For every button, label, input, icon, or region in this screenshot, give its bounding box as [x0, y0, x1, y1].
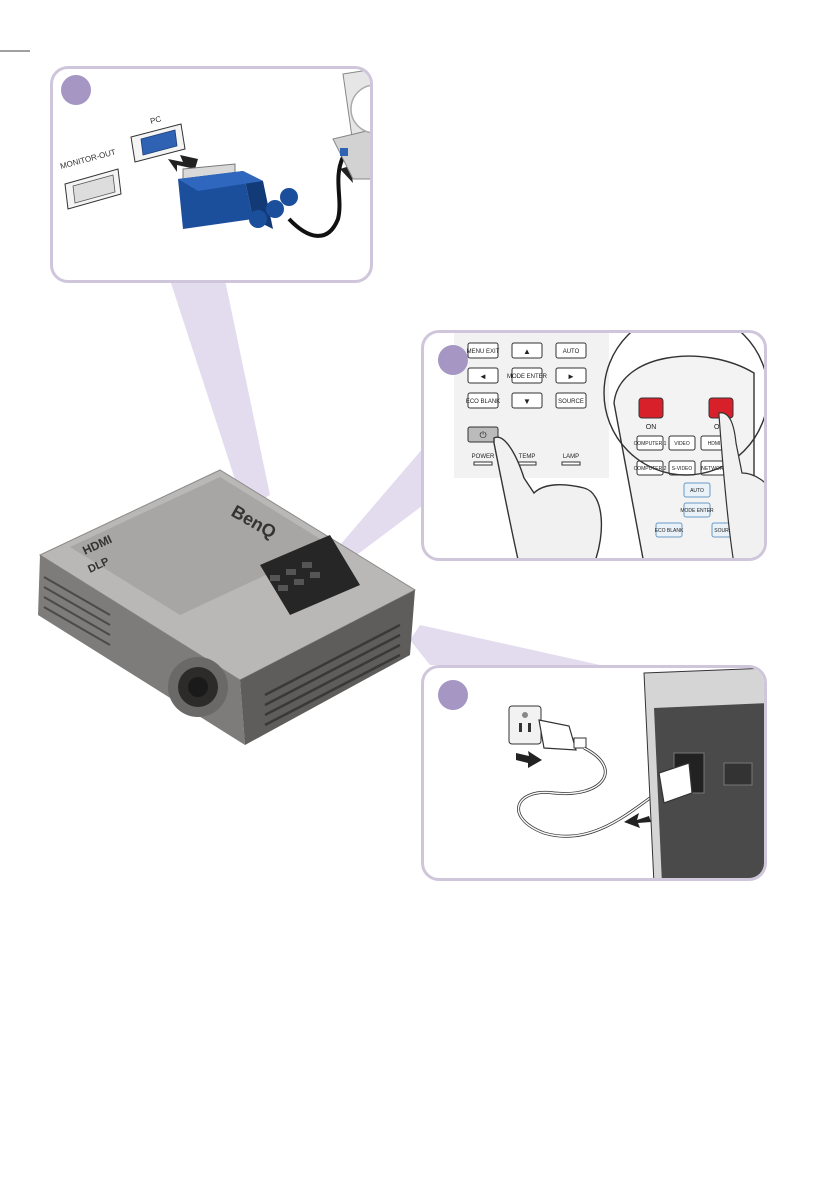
step-2-panel: MENU EXIT ▲ AUTO ◄ MODE ENTER ► ECO BLAN…	[421, 330, 767, 561]
step-1-panel: MONITOR-OUT PC	[50, 66, 373, 283]
power-on-illustration: MENU EXIT ▲ AUTO ◄ MODE ENTER ► ECO BLAN…	[424, 333, 767, 561]
step-1-marker	[61, 75, 91, 105]
lamp-indicator-label: LAMP	[563, 454, 579, 460]
unplug-arrow-icon	[516, 751, 542, 768]
temp-indicator-label: TEMP	[519, 454, 536, 460]
vga-connection-illustration: MONITOR-OUT PC	[53, 69, 373, 283]
monitor-out-port	[65, 169, 121, 209]
remote-on-label: ON	[646, 424, 657, 431]
projector-illustration: HDMI DLP BenQ	[30, 465, 430, 755]
mode-enter-key: MODE ENTER	[507, 374, 548, 380]
auto-key: AUTO	[563, 349, 580, 355]
eco-blank-key: ECO BLANK	[466, 399, 500, 405]
remote-auto-key: AUTO	[690, 488, 704, 494]
monitor-out-label: MONITOR-OUT	[59, 147, 117, 171]
beam-to-panel-3	[410, 625, 600, 665]
source-key: SOURCE	[558, 399, 584, 405]
remote-hdmi-key: HDMI	[708, 441, 721, 447]
svg-text:▲: ▲	[523, 347, 531, 356]
step-3-panel	[421, 665, 767, 881]
svg-text:►: ►	[567, 372, 575, 381]
remote-mode-key: MODE ENTER	[680, 508, 714, 514]
power-indicator-label: POWER	[472, 454, 495, 460]
remote-eco-blank-key: ECO BLANK	[655, 528, 684, 534]
svg-text:▼: ▼	[523, 397, 531, 406]
remote-svideo-key: S-VIDEO	[672, 466, 693, 472]
remote-video-key: VIDEO	[674, 441, 690, 447]
step-3-marker	[438, 680, 468, 710]
unplug-arrow-icon	[624, 813, 651, 828]
pc-port	[131, 124, 185, 162]
power-plug	[539, 720, 586, 750]
power-key-icon: ⏻	[479, 430, 486, 440]
pc-label: PC	[149, 114, 162, 126]
step-2-marker	[438, 345, 468, 375]
menu-exit-key: MENU EXIT	[467, 349, 500, 355]
remote-computer1-key: COMPUTER 1	[634, 441, 667, 447]
vga-adapter	[178, 164, 298, 229]
power-cord-illustration	[424, 668, 767, 881]
wall-outlet	[509, 706, 541, 744]
svg-text:◄: ◄	[479, 372, 487, 381]
